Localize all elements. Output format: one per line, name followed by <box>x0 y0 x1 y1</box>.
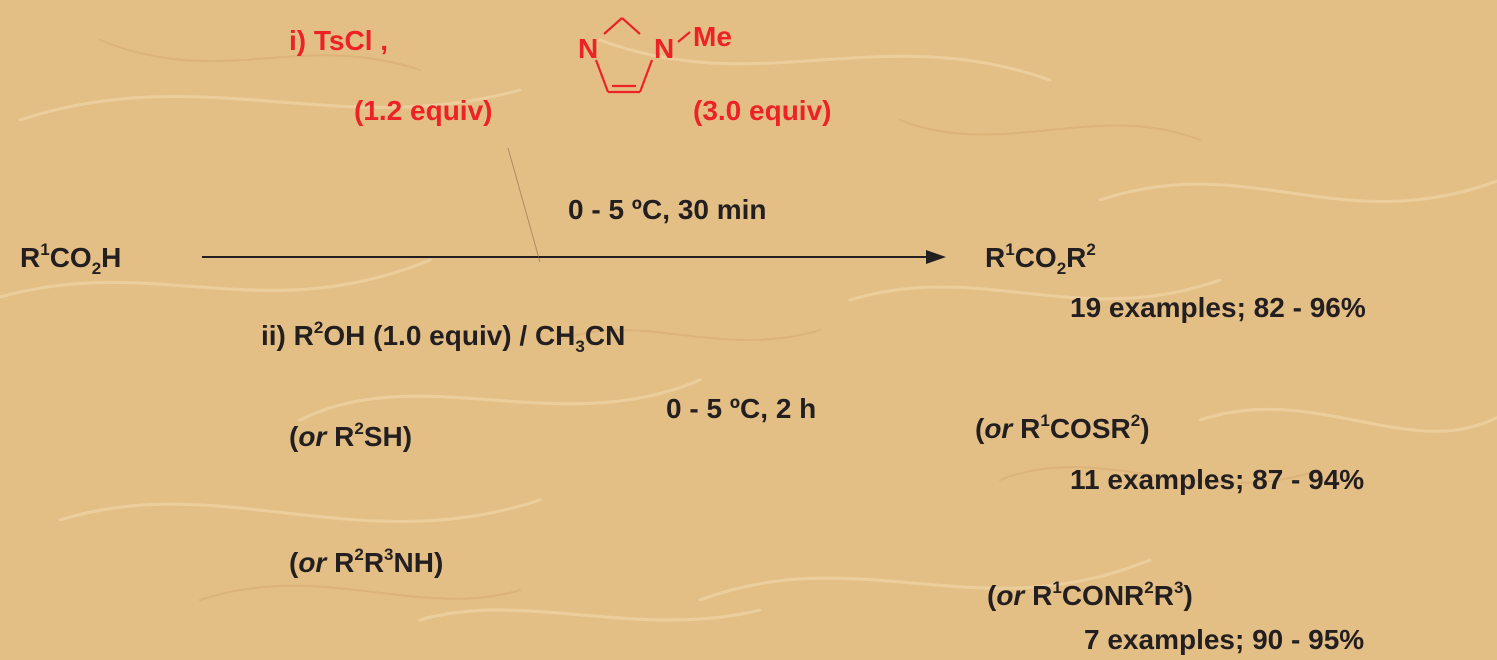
thioester-yield: 11 examples; 87 - 94% <box>1070 464 1365 495</box>
ester-sub: 2 <box>1056 259 1067 278</box>
ester-sup2: 2 <box>1086 240 1096 259</box>
step2-sub: 3 <box>575 337 585 356</box>
tscl-equiv: (1.2 equiv) <box>354 95 493 126</box>
step1-conditions: 0 - 5 ºC, 30 min <box>568 194 767 225</box>
amine-r2: R <box>363 547 385 578</box>
amine-rest: NH) <box>393 547 444 578</box>
amine-open: ( <box>289 547 299 578</box>
thiol-open: ( <box>289 421 299 452</box>
starting-material: R1CO2H <box>20 241 122 277</box>
amine-sup1: 2 <box>354 545 364 564</box>
thioester-sup1: 1 <box>1040 411 1050 430</box>
step2-conditions: 0 - 5 ºC, 2 h <box>666 393 817 424</box>
ester-co: CO <box>1014 242 1057 273</box>
thioester-or: or <box>984 413 1013 444</box>
thioester-cosr: COSR <box>1049 413 1131 444</box>
amide-conr: CONR <box>1061 580 1145 611</box>
amide-sup2: 2 <box>1144 578 1154 597</box>
thioester-close: ) <box>1140 413 1150 444</box>
amide-close: ) <box>1183 580 1193 611</box>
ester-yield: 19 examples; 82 - 96% <box>1070 292 1366 323</box>
product-thioester: (or R1COSR2) <box>975 412 1150 444</box>
sm-sub: 2 <box>91 259 102 278</box>
ester-sup1: 1 <box>1005 240 1015 259</box>
amine-r: R <box>334 547 355 578</box>
amide-yield: 7 examples; 90 - 95% <box>1084 624 1365 655</box>
sm-sup: 1 <box>40 240 50 259</box>
amide-sup1: 1 <box>1052 578 1062 597</box>
thiol-r: R <box>334 421 355 452</box>
reaction-arrow-head <box>926 250 946 264</box>
thiol-sup: 2 <box>354 419 364 438</box>
step2-reagent: ii) R2OH (1.0 equiv) / CH3CN <box>261 319 626 355</box>
ester-r2: R <box>1066 242 1087 273</box>
imidazole-ring <box>594 17 691 94</box>
alt-amine: (or R2R3NH) <box>289 546 444 578</box>
step2-mid: OH (1.0 equiv) / CH <box>323 320 576 351</box>
amine-or: or <box>298 547 327 578</box>
sm-co: CO <box>49 242 92 273</box>
imidazole-equiv: (3.0 equiv) <box>693 95 832 126</box>
imidazole-n1: N <box>578 33 599 64</box>
step2-prefix: ii) R <box>261 320 314 351</box>
thiol-rest: SH) <box>363 421 413 452</box>
amide-sup3: 3 <box>1173 578 1184 597</box>
ester-r1: R <box>985 242 1006 273</box>
step1-tscl-label: i) TsCl , <box>289 25 389 56</box>
thioester-r1: R <box>1020 413 1041 444</box>
amide-open: ( <box>987 580 997 611</box>
step2-sup: 2 <box>313 318 324 337</box>
step2-suffix: CN <box>584 320 626 351</box>
sm-h: H <box>101 242 122 273</box>
imidazole-n3: N <box>654 33 675 64</box>
alt-thiol: (or R2SH) <box>289 420 413 452</box>
amide-or: or <box>996 580 1025 611</box>
product-ester: R1CO2R2 <box>985 241 1096 277</box>
product-amide: (or R1CONR2R3) <box>987 579 1193 611</box>
amide-r1: R <box>1032 580 1053 611</box>
thioester-sup2: 2 <box>1130 411 1141 430</box>
amine-sup2: 3 <box>384 545 394 564</box>
thioester-open: ( <box>975 413 985 444</box>
paper-fiber-strand <box>507 147 541 263</box>
thiol-or: or <box>298 421 327 452</box>
sm-r: R <box>20 242 41 273</box>
amide-r3: R <box>1153 580 1174 611</box>
imidazole-methyl: Me <box>693 21 732 52</box>
